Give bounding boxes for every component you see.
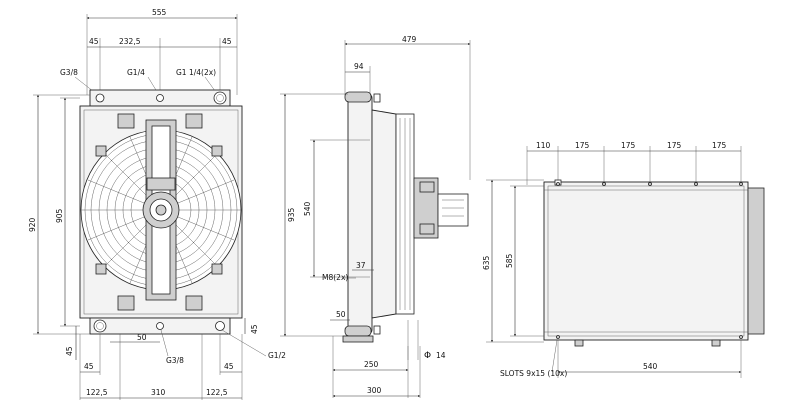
cooler-core-side: [347, 93, 373, 335]
dim-935: 935: [287, 207, 296, 222]
port-label-g1-1-4: G1 1/4(2x): [176, 68, 216, 77]
port-label-g3-8-top: G3/8: [60, 68, 78, 77]
dim-45-top-right: 45: [222, 37, 232, 46]
mounting-slots-bottom: [556, 335, 743, 339]
port-label-g3-8-bottom: G3/8: [166, 356, 184, 365]
port-g1-4: [156, 94, 164, 102]
dim-905: 905: [55, 208, 64, 223]
dim-37: 37: [356, 261, 366, 270]
dim-110: 110: [536, 141, 551, 150]
dim-122-5-left: 122,5: [86, 388, 108, 397]
dim-50-side: 50: [336, 310, 346, 319]
port-g3-8-top: [95, 93, 105, 103]
dim-45-bottom-right: 45: [224, 362, 234, 371]
rear-view: 110 175 175 175 175 635: [482, 141, 765, 378]
dim-585: 585: [505, 253, 514, 268]
port-g1-1-4-top: [213, 91, 227, 105]
dim-175-2: 175: [621, 141, 636, 150]
dim-232-5: 232,5: [119, 37, 141, 46]
dim-479: 479: [402, 35, 417, 44]
dia-symbol: Φ: [424, 351, 431, 361]
dim-300: 300: [367, 386, 382, 395]
port-g1-2: [215, 321, 225, 331]
side-top-manifold: [344, 91, 372, 103]
dim-920: 920: [28, 217, 37, 232]
dim-635: 635: [482, 255, 491, 270]
dim-540-rear: 540: [643, 362, 658, 371]
dim-555: 555: [152, 8, 167, 17]
dim-94: 94: [354, 62, 364, 71]
dim-45-right-small: 45: [250, 324, 259, 334]
dim-45-top-left: 45: [89, 37, 99, 46]
port-g1-1-4-bottom: [93, 319, 107, 333]
side-view: 479 94 935: [280, 35, 471, 398]
dim-175-3: 175: [667, 141, 682, 150]
thread-label-m8: M8(2x): [322, 273, 348, 282]
dim-310: 310: [151, 388, 166, 397]
slots-label: SLOTS 9x15 (10x): [500, 369, 567, 378]
front-view: 555 45 232,5 45 G3/8 G1/4 G1 1/4(2x): [28, 8, 286, 400]
dim-175-1: 175: [575, 141, 590, 150]
motor-terminal-box: [146, 177, 176, 191]
mounting-foot: [342, 335, 374, 343]
dim-45-lower-left: 45: [65, 346, 74, 356]
dia-value: 14: [436, 351, 446, 360]
rear-side-profile: [747, 187, 765, 335]
dim-50-front: 50: [137, 333, 147, 342]
mounting-slots-top: [554, 179, 743, 186]
side-bottom-manifold: [344, 325, 372, 337]
port-label-g1-2: G1/2: [268, 351, 286, 360]
dim-122-5-right: 122,5: [206, 388, 228, 397]
rear-panel: [543, 181, 749, 341]
fan-housing-side: [371, 109, 397, 319]
dim-175-4: 175: [712, 141, 727, 150]
port-g3-8-bottom: [156, 322, 164, 330]
motor-housing-side: [437, 193, 469, 227]
dim-45-bottom-left: 45: [84, 362, 94, 371]
port-label-g1-4: G1/4: [127, 68, 145, 77]
dim-540-side: 540: [303, 201, 312, 216]
dim-250: 250: [364, 360, 379, 369]
